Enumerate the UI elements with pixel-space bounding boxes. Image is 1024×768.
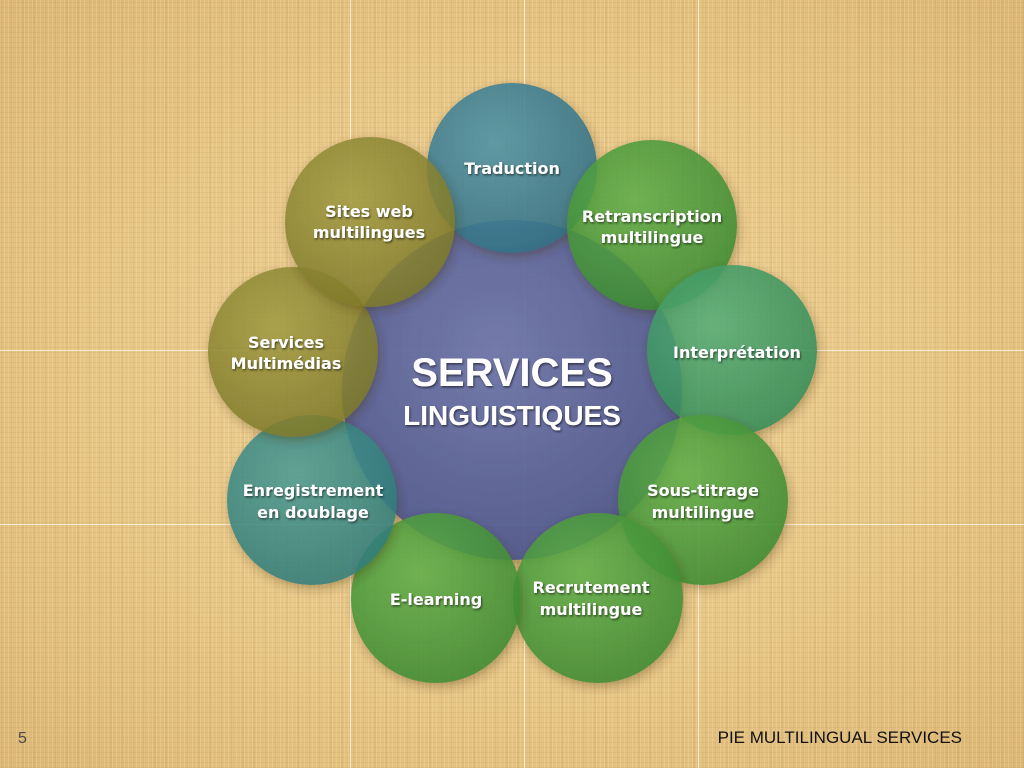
service-label-retranscription: Retranscription (582, 207, 722, 226)
service-circle-multimedias (208, 267, 378, 437)
service-label-sous-titrage: Sous-titrage (647, 481, 759, 500)
service-label-retranscription-2: multilingue (601, 228, 704, 247)
service-circle-traduction (427, 83, 597, 253)
service-circle-e-learning (351, 513, 521, 683)
center-subtitle: LINGUISTIQUES (403, 400, 621, 431)
service-label-interpretation: Interprétation (673, 343, 801, 362)
service-label-sous-titrage-2: multilingue (652, 503, 755, 522)
service-label-multimedias: Services (248, 333, 324, 352)
service-label-traduction: Traduction (464, 159, 560, 178)
service-circle-sites-web (285, 137, 455, 307)
footer-company-name: PIE MULTILINGUAL SERVICES (717, 728, 962, 747)
service-circle-interpretation (647, 265, 817, 435)
center-circle (342, 220, 682, 560)
service-circle-recrutement (513, 513, 683, 683)
service-label-sites-web: Sites web (325, 202, 413, 221)
service-label-recrutement: Recrutement (533, 578, 650, 597)
service-label-sites-web-2: multilingues (313, 223, 425, 242)
center-title: SERVICES (411, 351, 613, 395)
service-circle-retranscription (567, 140, 737, 310)
service-label-enregistrement-2: en doublage (257, 503, 369, 522)
service-label-enregistrement: Enregistrement (243, 481, 384, 500)
service-label-multimedias-2: Multimédias (231, 354, 342, 373)
slide-number: 5 (18, 730, 27, 747)
service-circle-enregistrement (227, 415, 397, 585)
service-label-e-learning: E-learning (390, 590, 482, 609)
service-label-recrutement-2: multilingue (540, 600, 643, 619)
